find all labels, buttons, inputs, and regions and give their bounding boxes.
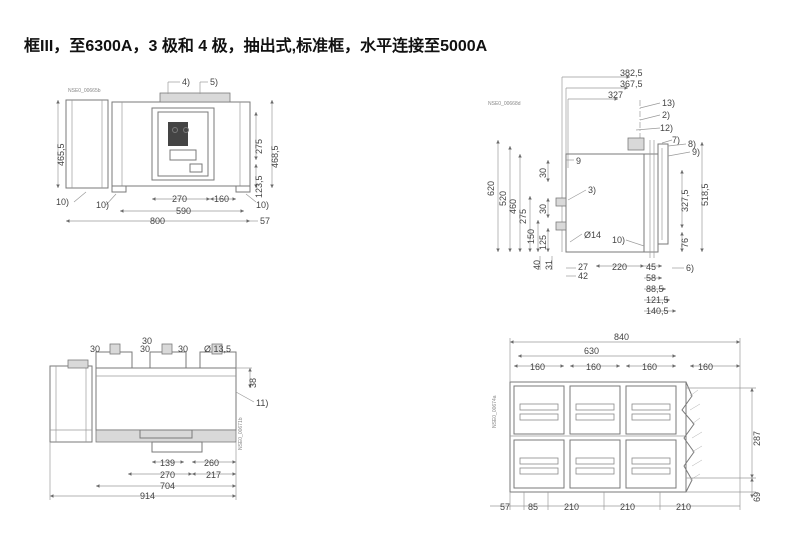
top-dim-270: 270 [160,470,175,480]
side-dim-40: 40 [532,260,542,270]
front-dim-465-5: 465,5 [56,143,66,166]
side-dim-58: 58 [646,273,656,283]
front-dim-57: 57 [260,216,270,226]
side-dim-220: 220 [612,262,627,272]
side-label-10: 10) [612,235,625,245]
front-label-4: 4) [182,77,190,87]
top-dim-139: 139 [160,458,175,468]
side-code: NSE0_00668d [488,101,521,107]
top-front-rail [95,429,237,443]
side-dim-620: 620 [486,181,496,196]
side-body [565,153,645,253]
rear-dim-57: 57 [500,502,510,512]
side-dim-520: 520 [498,191,508,206]
side-dim-382-5: 382,5 [620,68,643,78]
side-dim-460: 460 [508,199,518,214]
rear-dim-160-b: 160 [586,362,601,372]
front-code: NSE0_00665b [68,88,101,94]
rear-dim-630: 630 [584,346,599,356]
side-label-2: 2) [662,110,670,120]
rear-dim-210-a: 210 [564,502,579,512]
front-top-bar [159,92,231,103]
rear-slots [513,385,677,489]
side-dim-518-5: 518,5 [700,183,710,206]
top-body [95,367,237,431]
side-dim-42: 42 [578,271,588,281]
side-label-12: 12) [660,123,673,133]
side-dim-367-5: 367,5 [620,79,643,89]
top-dim-217: 217 [206,470,221,480]
side-label-9: 9) [692,147,700,157]
side-label-7: 7) [672,135,680,145]
front-label-10-a: 10) [56,197,69,207]
side-label-9b: 9 [576,156,581,166]
rear-view: NSE0_00674a 840 [490,332,762,512]
front-display [168,122,188,146]
rear-dim-69: 69 [752,492,762,502]
top-dim-d13-5: Ø 13,5 [204,344,231,354]
top-view: NSE0_00671b 30 30 30 30 Ø 13,5 38 11) 13… [49,336,268,501]
rear-dim-210-b: 210 [620,502,635,512]
front-side-panel [65,99,109,189]
rear-dim-85: 85 [528,502,538,512]
top-label-11: 11) [256,398,268,408]
rear-dim-160-c: 160 [642,362,657,372]
side-dim-121-5: 121,5 [646,295,669,305]
top-dim-30-b: 30 [142,336,152,346]
front-label-5: 5) [210,77,218,87]
side-dim-327: 327 [608,90,623,100]
side-dim-76: 76 [680,238,690,248]
front-dim-468-5: 468,5 [270,145,280,168]
side-dim-150: 150 [526,229,536,244]
top-dim-30-c: 30 [140,344,150,354]
side-dim-27: 27 [578,262,588,272]
page-title: 框III，至6300A，3 极和 4 极，抽出式,标准框，水平连接至5000A [24,38,488,55]
rear-dim-840: 840 [614,332,629,342]
front-dim-275: 275 [254,139,264,154]
front-dim-123-5: 123,5 [254,175,264,198]
side-dim-275: 275 [518,209,528,224]
rear-dim-210-c: 210 [676,502,691,512]
top-code: NSE0_00671b [238,417,244,450]
front-label-10-c: 10) [256,200,269,210]
side-label-8: 8) [688,139,696,149]
top-dim-38: 38 [248,378,258,388]
side-dim-327-5: 327,5 [680,189,690,212]
top-dim-260: 260 [204,458,219,468]
side-dim-88-5: 88,5 [646,284,664,294]
side-top-connector [627,137,645,151]
side-dim-125: 125 [538,235,548,250]
side-dim-140-5: 140,5 [646,306,669,316]
top-dim-30-a: 30 [90,344,100,354]
rear-code: NSE0_00674a [492,395,498,428]
rear-dim-287: 287 [752,431,762,446]
front-dim-590: 590 [176,206,191,216]
side-label-d14: Ø14 [584,230,601,240]
side-dim-31: 31 [544,260,554,270]
side-dim-45: 45 [646,262,656,272]
front-dim-800: 800 [150,216,165,226]
front-view: NSE0_00665b 4) 5) 10) 10) 10) [56,77,280,226]
front-label-10-b: 10) [96,200,109,210]
side-view: NSE0_00668d 382,5 367,5 327 13) 2) 12) 7… [486,68,710,316]
top-dim-704: 704 [160,481,175,491]
front-dim-160: 160 [214,194,229,204]
side-dim-30-a: 30 [538,168,548,178]
front-dim-270: 270 [172,194,187,204]
side-label-6: 6) [686,263,694,273]
top-dim-914: 914 [140,491,155,501]
top-dim-30-d: 30 [178,344,188,354]
rear-dim-160-a: 160 [530,362,545,372]
side-label-3: 3) [588,185,596,195]
rear-dim-160-d: 160 [698,362,713,372]
side-dim-30-b: 30 [538,204,548,214]
rear-frame [509,381,687,493]
front-breaker-face [151,107,215,181]
side-label-13: 13) [662,98,675,108]
